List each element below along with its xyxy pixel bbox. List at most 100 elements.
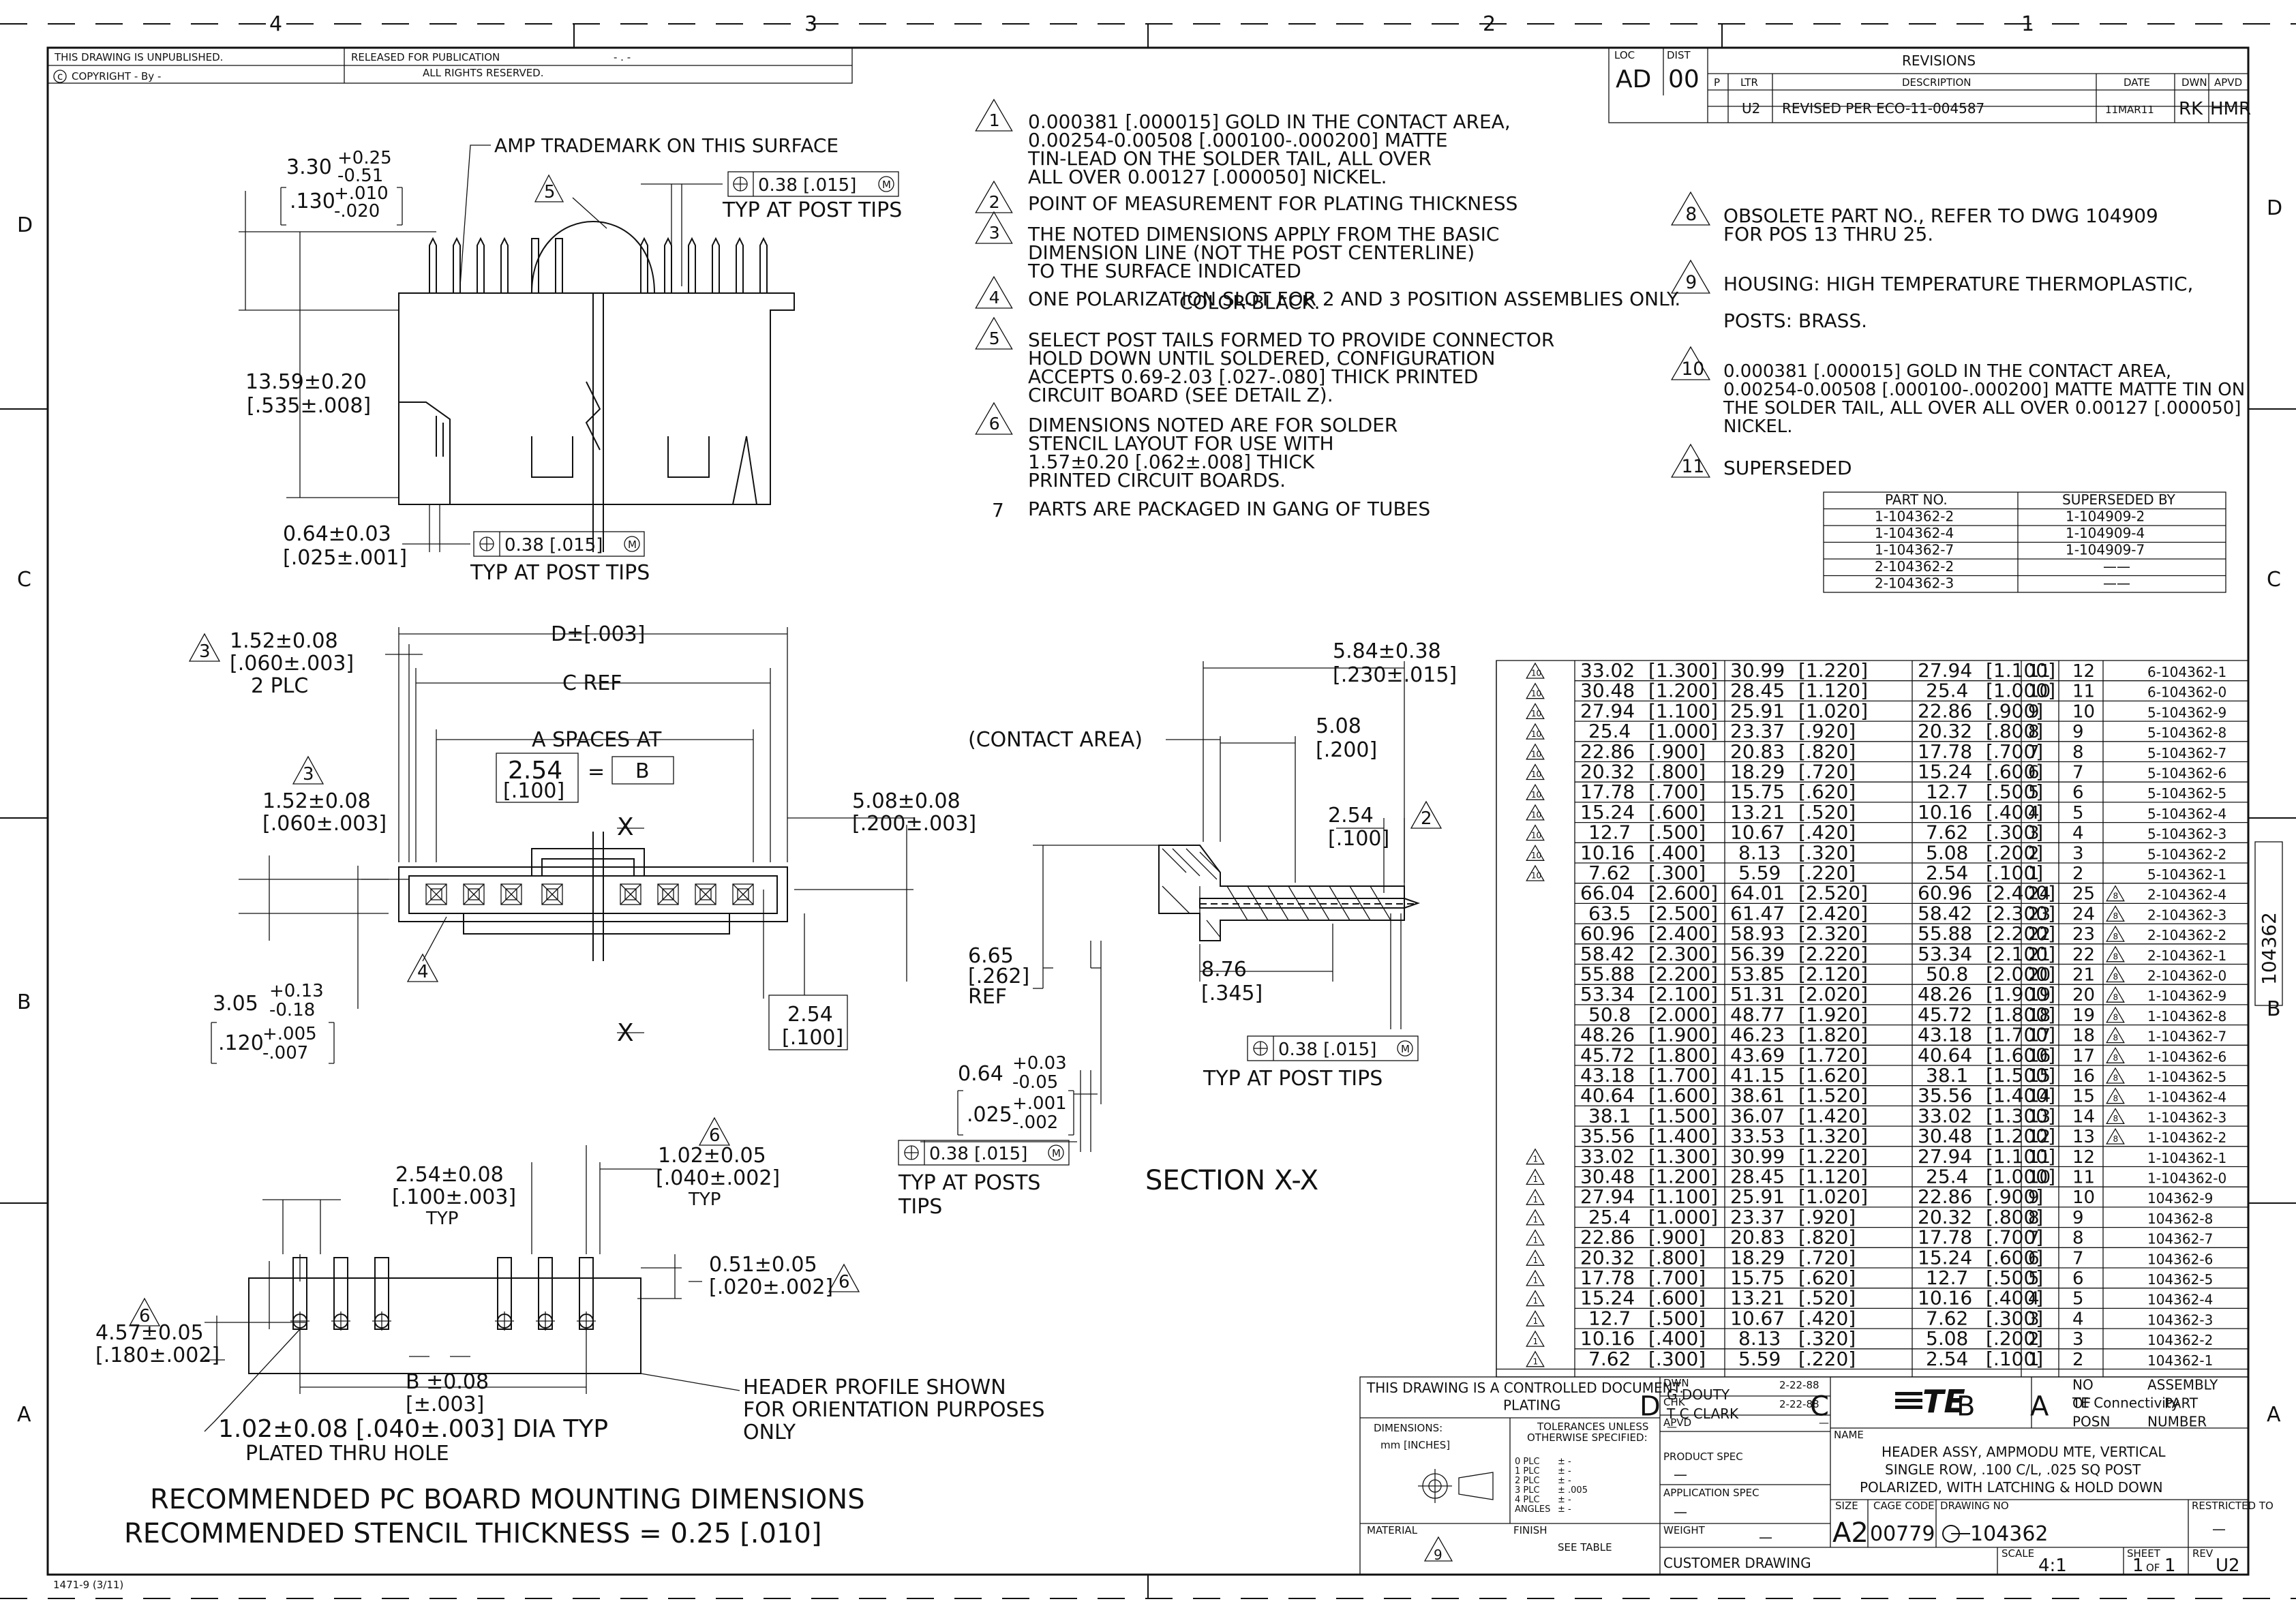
table-dim-value: 8.13 — [1738, 841, 1781, 864]
table-dim-value: 30.99 — [1730, 1145, 1785, 1168]
section-note2-flag: 2 — [1421, 808, 1432, 829]
plating-note-flag: 1 — [1532, 1195, 1538, 1204]
post-pin — [555, 238, 563, 293]
note-3-flag: 3 — [989, 223, 1000, 243]
dim-2-54-d-typ: TYP — [425, 1209, 458, 1229]
table-a-value: 2 — [2028, 843, 2040, 864]
dim-0-51-in: [.020±.002] — [709, 1275, 833, 1299]
form-id: 1471-9 (3/11) — [53, 1579, 123, 1591]
table-dim-value: 15.24 — [1918, 761, 1972, 783]
table-dim-inch: [2.020] — [1798, 983, 1868, 1005]
table-dim-inch: [1.000] — [1648, 720, 1718, 742]
table-a-value: 1 — [2028, 1350, 2040, 1370]
note-11-flag: 11 — [1682, 456, 1705, 477]
table-dim-value: 64.01 — [1730, 882, 1785, 905]
table-dim-inch: [1.900] — [1986, 983, 2055, 1005]
table-part-number: 1-104362-3 — [2147, 1109, 2226, 1125]
table-dim-value: 27.94 — [1580, 699, 1635, 722]
table-dim-value: 10.16 — [1918, 1287, 1972, 1309]
table-dim-inch: [.600] — [1648, 801, 1706, 823]
contact-cavity — [463, 883, 485, 905]
note-1-line: 0.00254-0.00508 [.000100-.000200] MATTE — [1028, 129, 1448, 151]
weight-label: WEIGHT — [1663, 1524, 1706, 1536]
table-positions: 25 — [2072, 884, 2095, 905]
note-11-line: SUPERSEDED — [1723, 457, 1852, 479]
table-dim-inch: [1.600] — [1986, 1044, 2055, 1066]
rev-col-dwn: DWN — [2181, 76, 2207, 89]
table-dim-inch: [1.300] — [1648, 659, 1718, 682]
recommended-pcb-title: RECOMMENDED PC BOARD MOUNTING DIMENSIONS — [150, 1484, 865, 1515]
dim-d: D±[.003] — [551, 622, 645, 646]
table-dim-inch: [.400] — [1648, 841, 1706, 864]
rev-dwn: RK — [2179, 99, 2203, 119]
table-dim-value: 7.62 — [1588, 1348, 1631, 1370]
contact-cavity — [657, 883, 679, 905]
rev-date: 11MAR11 — [2105, 104, 2154, 116]
svg-text:M: M — [628, 539, 637, 551]
plated-thru-holes — [290, 1257, 596, 1357]
rev-ltr: U2 — [1742, 100, 1760, 117]
table-dim-value: 13.21 — [1730, 1287, 1785, 1309]
dwn-date: 2-22-88 — [1779, 1379, 1819, 1391]
plating-note-flag: 1 — [1532, 1316, 1538, 1326]
table-dim-inch: [.300] — [1986, 1307, 2043, 1329]
table-dim-value: 28.45 — [1730, 680, 1785, 702]
table-dim-value: 58.93 — [1730, 922, 1785, 945]
table-dim-inch: [1.000] — [1986, 1166, 2055, 1188]
cage-code-value: 00779 — [1870, 1522, 1935, 1546]
table-dim-value: 60.96 — [1580, 922, 1635, 945]
table-dim-value: 53.34 — [1580, 983, 1635, 1005]
note-10-line: THE SOLDER TAIL, ALL OVER ALL OVER 0.001… — [1723, 398, 2241, 419]
table-part-number: 5-104362-1 — [2147, 866, 2226, 883]
post-pin — [664, 237, 672, 293]
dist-value: 00 — [1668, 65, 1700, 93]
table-dim-inch: [1.120] — [1798, 1166, 1868, 1188]
table-dim-inch: [1.000] — [1648, 1206, 1718, 1228]
sheet-value: 1 — [2132, 1556, 2144, 1576]
table-a-value: 13 — [2028, 1106, 2051, 1127]
table-dim-value: 2.54 — [1926, 862, 1968, 884]
table-col-positions: POSN — [2072, 1414, 2110, 1430]
dim-5-08-b: 5.08 — [1316, 714, 1361, 738]
view1-note5-flag: 5 — [544, 182, 556, 202]
note-5-line: CIRCUIT BOARD (SEE DETAIL Z). — [1028, 384, 1333, 406]
table-dim-value: 25.4 — [1588, 1206, 1631, 1228]
table-dim-value: 10.67 — [1730, 1307, 1785, 1329]
note-6-line: PRINTED CIRCUIT BOARDS. — [1028, 469, 1286, 491]
table-dim-inch: [.620] — [1798, 1266, 1856, 1289]
restricted-label: RESTRICTED TO — [2192, 1500, 2274, 1512]
pcb-note6-flag-a: 6 — [139, 1306, 151, 1326]
dim-5-08-b-in: [.200] — [1316, 738, 1377, 762]
view2-note3-flag-a: 3 — [199, 641, 211, 662]
size-label: SIZE — [1835, 1500, 1858, 1512]
table-dim-inch: [.900] — [1648, 1226, 1706, 1249]
dim-13-59-in: [.535±.008] — [247, 394, 371, 418]
material-label: MATERIAL — [1367, 1524, 1418, 1536]
apvd-dash: — — [1819, 1416, 1829, 1429]
size-value: A2 — [1832, 1517, 1869, 1549]
pcb-note6-flag-b: 6 — [709, 1125, 721, 1146]
dim-0-64-b-minus: -0.05 — [1012, 1072, 1058, 1093]
table-dim-value: 45.72 — [1580, 1044, 1635, 1066]
plating-note-flag: 1 — [1532, 1174, 1538, 1184]
table-a-value: 11 — [2028, 661, 2051, 682]
table-dim-inch: [1.400] — [1986, 1084, 2055, 1107]
te-logo: TE — [1895, 1383, 1965, 1420]
table-a-value: 3 — [2028, 1309, 2040, 1329]
table-dim-value: 51.31 — [1730, 983, 1785, 1005]
note-10-line: NICKEL. — [1723, 416, 1793, 437]
dimensions-label: DIMENSIONS: — [1374, 1422, 1442, 1434]
table-dim-value: 43.69 — [1730, 1044, 1785, 1066]
obsolete-note-flag: 8 — [2113, 952, 2118, 962]
table-positions: 12 — [2072, 1147, 2095, 1168]
table-a-value: 10 — [2028, 682, 2051, 702]
table-positions: 15 — [2072, 1087, 2095, 1107]
plating-note-flag: 10 — [1531, 810, 1541, 820]
